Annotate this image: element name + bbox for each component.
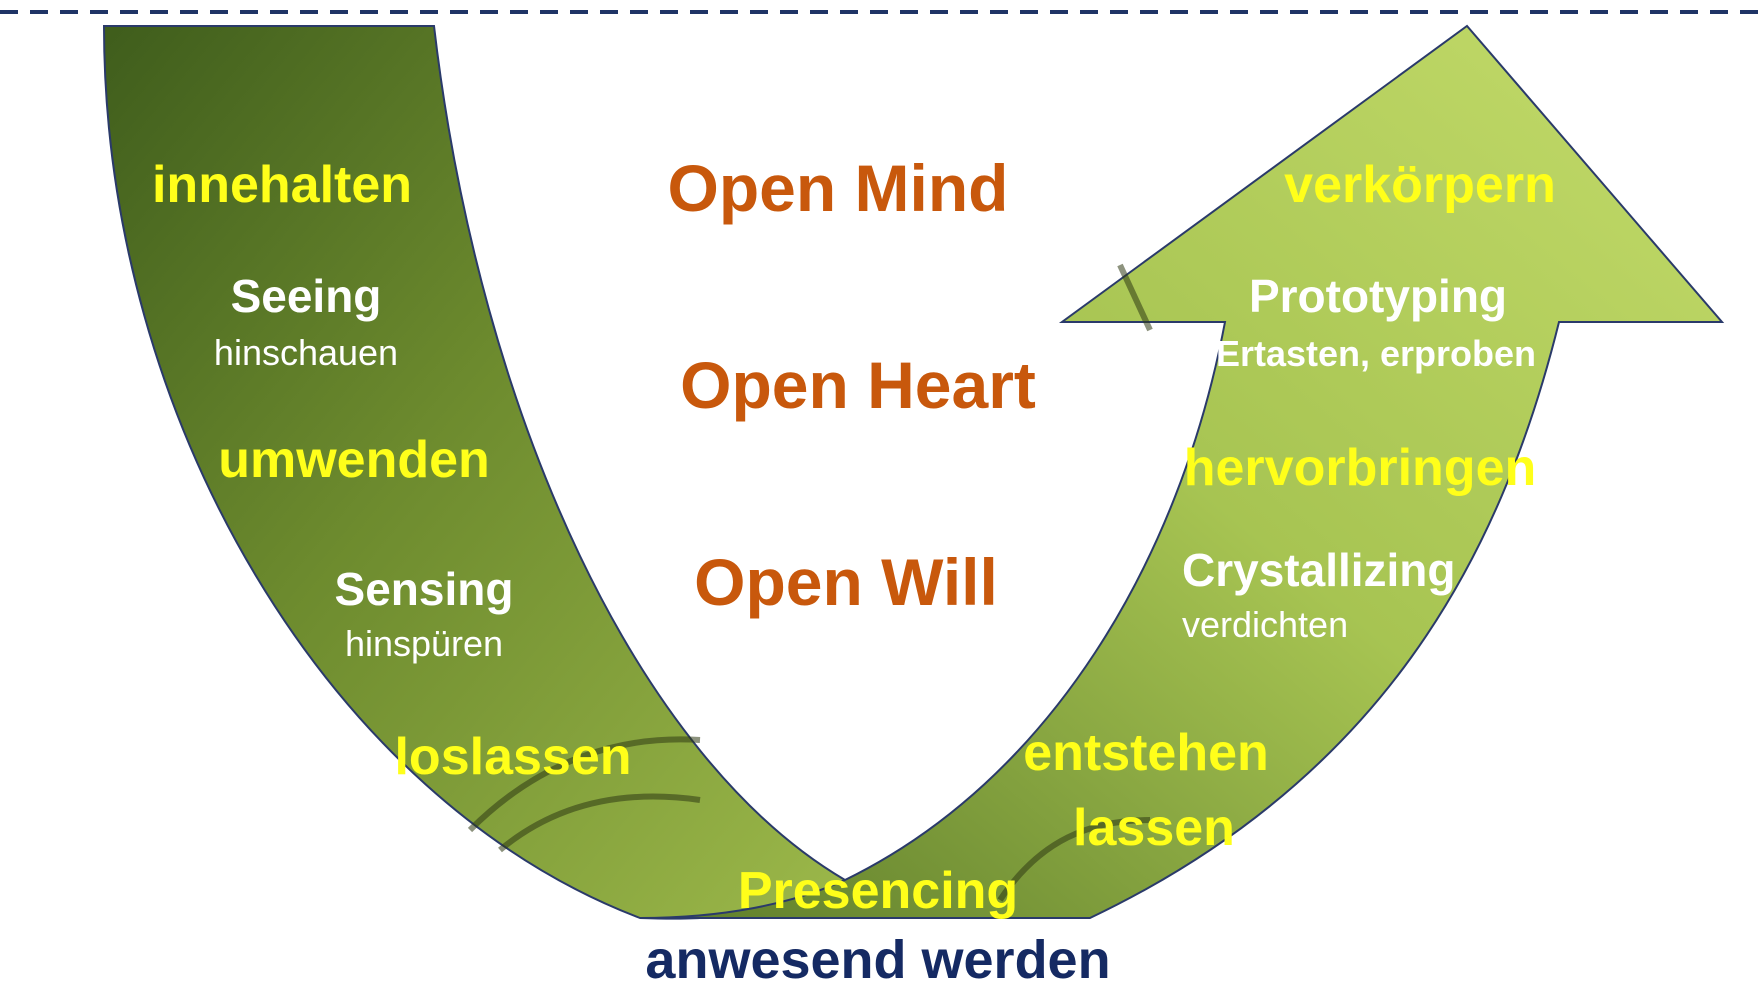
left-step1-action: innehalten [152,156,412,214]
left-step2-action: umwenden [218,431,490,489]
right-step2-action: hervorbringen [1184,439,1537,497]
left-step2-sub: hinspüren [345,623,503,664]
right-step3-action-line2: lassen [1073,799,1235,857]
grass-decoration [467,263,1153,902]
right-step1-term: Prototyping [1249,270,1507,322]
right-step2-term: Crystallizing [1182,544,1456,596]
presencing-label: Presencing [738,862,1018,920]
left-step3-action: loslassen [394,728,631,786]
right-step2-sub: verdichten [1182,604,1348,645]
right-step3-action-line1: entstehen [1023,724,1269,782]
open-heart-label: Open Heart [680,348,1036,422]
right-step1-action: verkörpern [1284,156,1556,214]
open-mind-label: Open Mind [668,151,1009,225]
left-step1-sub: hinschauen [214,332,398,373]
left-step2-term: Sensing [335,563,514,615]
bottom-caption: anwesend werden [645,930,1110,988]
open-will-label: Open Will [694,545,998,619]
u-shape-right-arrow [639,24,1725,919]
right-step1-sub: Ertasten, erproben [1216,333,1536,374]
left-step1-term: Seeing [231,270,382,322]
